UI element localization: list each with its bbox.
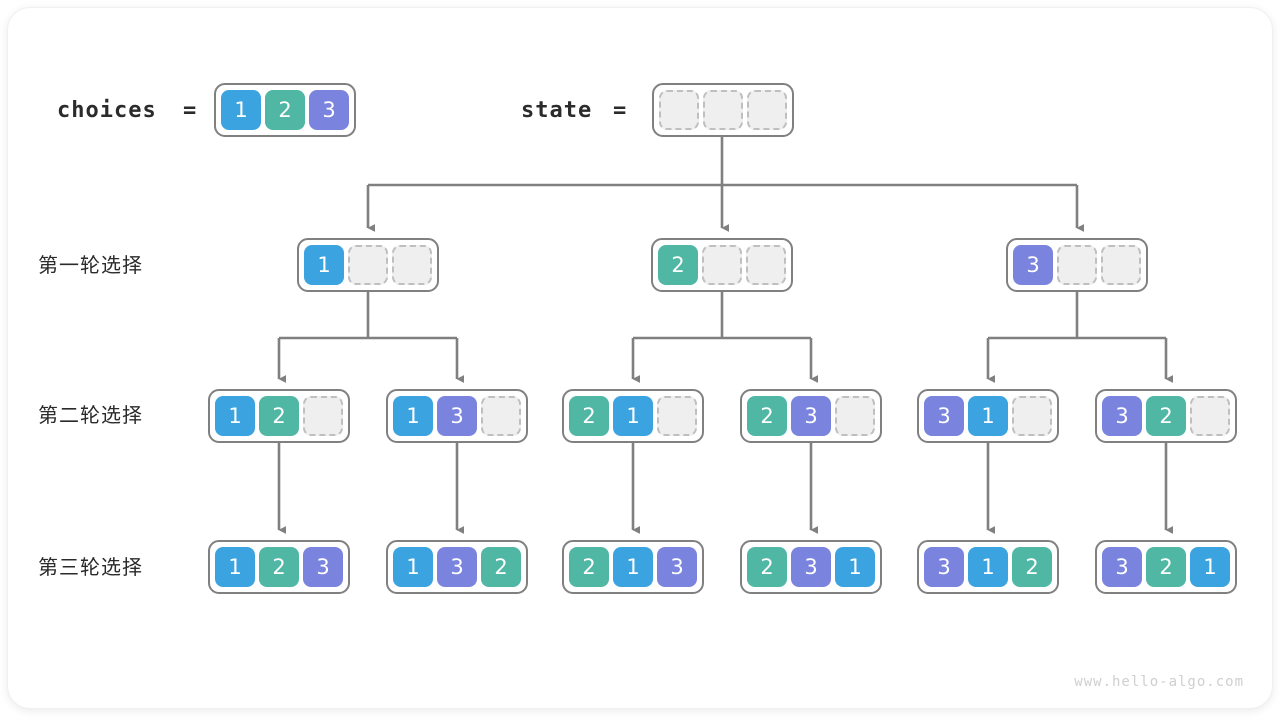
node-cell: 3 (924, 396, 964, 436)
row-label-level-1: 第一轮选择 (38, 253, 143, 277)
node-cell: 2 (658, 245, 698, 285)
node-level2-3: 2 3 (740, 389, 882, 443)
choices-array: 1 2 3 (214, 83, 356, 137)
node-cell (835, 396, 875, 436)
node-cell (1012, 396, 1052, 436)
node-cell: 3 (657, 547, 697, 587)
node-cell: 2 (481, 547, 521, 587)
node-cell: 3 (924, 547, 964, 587)
node-cell (1101, 245, 1141, 285)
choices-label: choices (57, 98, 157, 123)
node-cell: 1 (215, 396, 255, 436)
state-label: state (521, 98, 593, 123)
node-cell (481, 396, 521, 436)
node-cell (348, 245, 388, 285)
node-cell: 3 (437, 396, 477, 436)
node-level3-3: 2 3 1 (740, 540, 882, 594)
node-cell: 1 (613, 547, 653, 587)
choices-cell-2: 3 (309, 90, 349, 130)
node-cell (1057, 245, 1097, 285)
node-level3-5: 3 2 1 (1095, 540, 1237, 594)
node-cell: 2 (1146, 396, 1186, 436)
node-cell: 2 (747, 547, 787, 587)
node-cell: 2 (1146, 547, 1186, 587)
node-level2-2: 2 1 (562, 389, 704, 443)
node-cell (1190, 396, 1230, 436)
node-cell: 1 (215, 547, 255, 587)
node-cell: 1 (835, 547, 875, 587)
node-level3-0: 1 2 3 (208, 540, 350, 594)
node-level3-2: 2 1 3 (562, 540, 704, 594)
node-level3-1: 1 3 2 (386, 540, 528, 594)
node-level3-4: 3 1 2 (917, 540, 1059, 594)
node-cell: 2 (259, 396, 299, 436)
diagram-card (8, 8, 1272, 708)
state-cell-2 (747, 90, 787, 130)
choices-cell-1: 2 (265, 90, 305, 130)
node-cell: 2 (747, 396, 787, 436)
state-cell-0 (659, 90, 699, 130)
node-cell: 1 (968, 547, 1008, 587)
node-cell: 3 (1102, 547, 1142, 587)
row-label-level-3: 第三轮选择 (38, 555, 143, 579)
node-cell: 2 (569, 547, 609, 587)
node-cell: 3 (1013, 245, 1053, 285)
state-equals-sign: = (613, 98, 628, 123)
node-cell: 2 (1012, 547, 1052, 587)
node-level1-2: 3 (1006, 238, 1148, 292)
node-cell: 3 (1102, 396, 1142, 436)
node-cell (702, 245, 742, 285)
node-level1-1: 2 (651, 238, 793, 292)
choices-cell-0: 1 (221, 90, 261, 130)
row-label-level-2: 第二轮选择 (38, 403, 143, 427)
node-cell: 3 (791, 547, 831, 587)
node-cell (746, 245, 786, 285)
node-cell (657, 396, 697, 436)
node-level2-4: 3 1 (917, 389, 1059, 443)
node-level2-5: 3 2 (1095, 389, 1237, 443)
node-cell: 2 (569, 396, 609, 436)
node-cell: 3 (303, 547, 343, 587)
node-cell: 2 (259, 547, 299, 587)
node-cell: 1 (304, 245, 344, 285)
node-cell (303, 396, 343, 436)
node-cell: 3 (437, 547, 477, 587)
node-cell: 1 (1190, 547, 1230, 587)
node-cell: 1 (613, 396, 653, 436)
node-cell: 1 (393, 396, 433, 436)
node-cell: 1 (968, 396, 1008, 436)
node-level2-0: 1 2 (208, 389, 350, 443)
watermark: www.hello-algo.com (1074, 674, 1244, 690)
node-cell: 3 (791, 396, 831, 436)
node-cell (392, 245, 432, 285)
node-cell: 1 (393, 547, 433, 587)
node-level2-1: 1 3 (386, 389, 528, 443)
node-level1-0: 1 (297, 238, 439, 292)
choices-equals-sign: = (183, 98, 198, 123)
state-array (652, 83, 794, 137)
state-cell-1 (703, 90, 743, 130)
